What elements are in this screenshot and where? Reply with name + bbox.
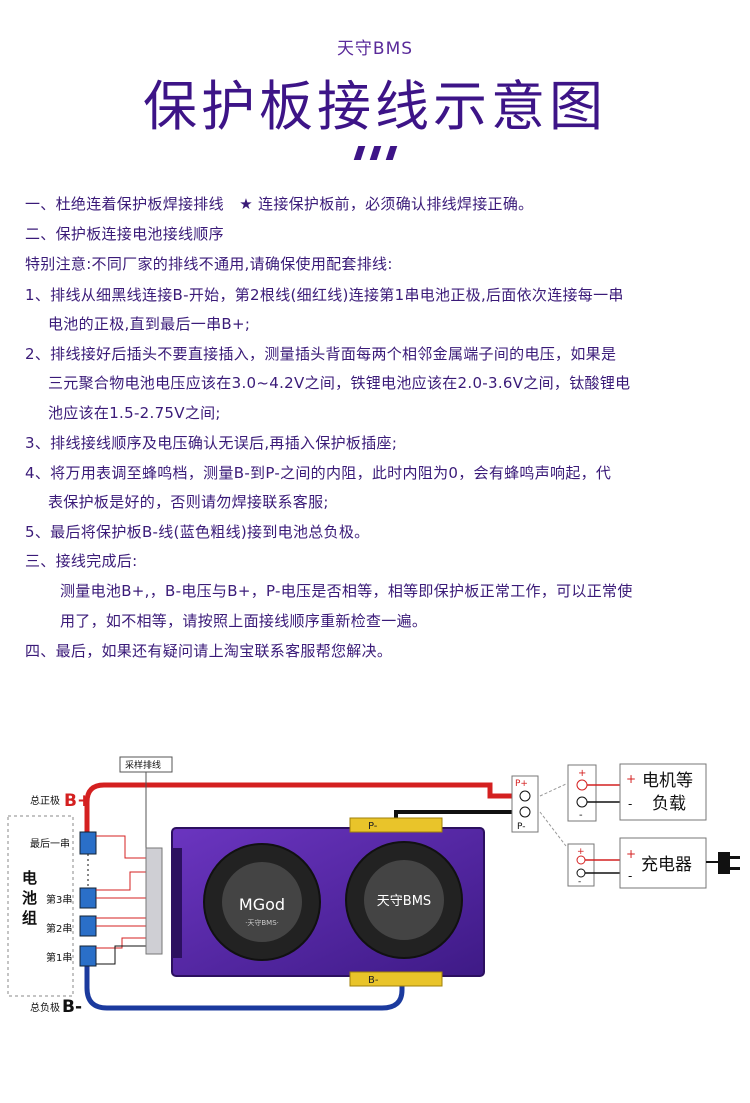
cell-1 <box>79 945 97 967</box>
instruction-line-16: 四、最后，如果还有疑问请上淘宝联系客服帮您解决。 <box>25 642 393 660</box>
fan-left-sub: ·天守BMS· <box>245 918 279 927</box>
instruction-line-9: 3、排线接线顺序及电压确认无误后,再插入保护板插座; <box>25 434 398 452</box>
title-decoration <box>352 146 402 160</box>
instruction-line-4: 1、排线从细黑线连接B-开始，第2根线(细红线)连接第1串电池正极,后面依次连接… <box>25 286 624 304</box>
fan-right-brand: 天守BMS <box>377 894 431 909</box>
load-plus: + <box>626 772 636 786</box>
b-plus-wire <box>84 782 516 840</box>
fan-left-brand: MGod <box>239 895 285 914</box>
page-title: 保护板接线示意图 <box>143 75 607 138</box>
charger-label: 充电器 <box>641 855 692 875</box>
sampling-connector <box>145 847 163 955</box>
p-terminal-box <box>511 775 539 833</box>
charger-port-minus: - <box>578 877 581 887</box>
battery-pack-box <box>7 815 74 997</box>
instruction-line-14: 测量电池B+,，B-电压与B+，P-电压是否相等，相等即保护板正常工作，可以正常… <box>60 582 633 600</box>
p-minus-pad-label: P- <box>368 821 378 832</box>
instruction-line-8: 池应该在1.5-2.75V之间; <box>48 404 221 422</box>
charger-port-plus: + <box>577 847 585 857</box>
instruction-line-5: 电池的正极,直到最后一串B+; <box>48 315 251 333</box>
b-plus-label: B+ <box>64 791 91 811</box>
load-label-line1: 电机等 <box>642 771 693 791</box>
cell-2-label: 第2串 <box>46 922 72 935</box>
battery-pack-label-3: 组 <box>22 909 37 927</box>
instruction-line-10: 4、将万用表调至蜂鸣档，测量B-到P-之间的内阻，此时内阻为0，会有蜂鸣声响起，… <box>25 464 612 482</box>
b-minus-label: B- <box>62 997 82 1017</box>
cell-3-label: 第3串 <box>46 893 72 906</box>
charger-plus: + <box>626 847 636 861</box>
power-plug-icon <box>706 852 740 874</box>
brand-name: 天守BMS <box>336 39 414 59</box>
load-port-minus: - <box>579 810 583 821</box>
cell-3 <box>79 887 97 909</box>
instruction-line-13: 三、接线完成后: <box>25 552 138 570</box>
load-label-line2: 负载 <box>652 794 686 814</box>
wiring-diagram: 电 池 组 总正极 B+ 最后一串 第3串 第2串 第1串 总负极 B- 采样排… <box>7 756 740 1017</box>
total-negative-label: 总负极 <box>30 1001 60 1014</box>
b-minus-pad-label: B- <box>368 975 379 986</box>
charger-port <box>567 843 595 887</box>
instruction-line-2: 二、保护板连接电池接线顺序 <box>25 225 224 243</box>
total-positive-label: 总正极 <box>30 794 60 807</box>
instruction-line-12: 5、最后将保护板B-线(蓝色粗线)接到电池总负极。 <box>25 523 370 541</box>
instruction-line-7: 三元聚合物电池电压应该在3.0~4.2V之间，铁锂电池应该在2.0-3.6V之间… <box>48 374 631 392</box>
cell-2 <box>79 915 97 937</box>
cell-last <box>79 831 97 855</box>
instruction-line-11: 表保护板是好的，否则请勿焊接联系客服; <box>48 493 329 511</box>
charger-minus: - <box>628 869 632 883</box>
load-minus: - <box>628 797 632 811</box>
instruction-line-6: 2、排线接好后插头不要直接插入，测量插头背面每两个相邻金属端子间的电压，如果是 <box>25 345 617 363</box>
p-minus-pad <box>349 817 443 833</box>
charger-box <box>619 837 707 889</box>
load-port-plus: + <box>578 768 586 779</box>
load-box <box>619 763 707 821</box>
load-port <box>567 764 597 822</box>
p-minus-terminal-label: P- <box>517 822 525 832</box>
b-minus-pad <box>349 971 443 987</box>
sampling-cable-label: 采样排线 <box>125 759 161 771</box>
b-minus-wire <box>84 956 405 1011</box>
instruction-line-1: 一、杜绝连着保护板焊接排线 ★ 连接保护板前，必须确认排线焊接正确。 <box>25 195 534 213</box>
cell-1-label: 第1串 <box>46 951 72 964</box>
instruction-line-15: 用了，如不相等，请按照上面接线顺序重新检查一遍。 <box>60 612 428 630</box>
battery-pack-label-2: 池 <box>22 889 37 907</box>
last-cell-label: 最后一串 <box>30 838 70 850</box>
instruction-line-3: 特别注意:不同厂家的排线不通用,请确保使用配套排线: <box>25 255 393 273</box>
battery-pack-label-1: 电 <box>22 869 37 887</box>
p-plus-terminal-label: P+ <box>515 779 528 789</box>
